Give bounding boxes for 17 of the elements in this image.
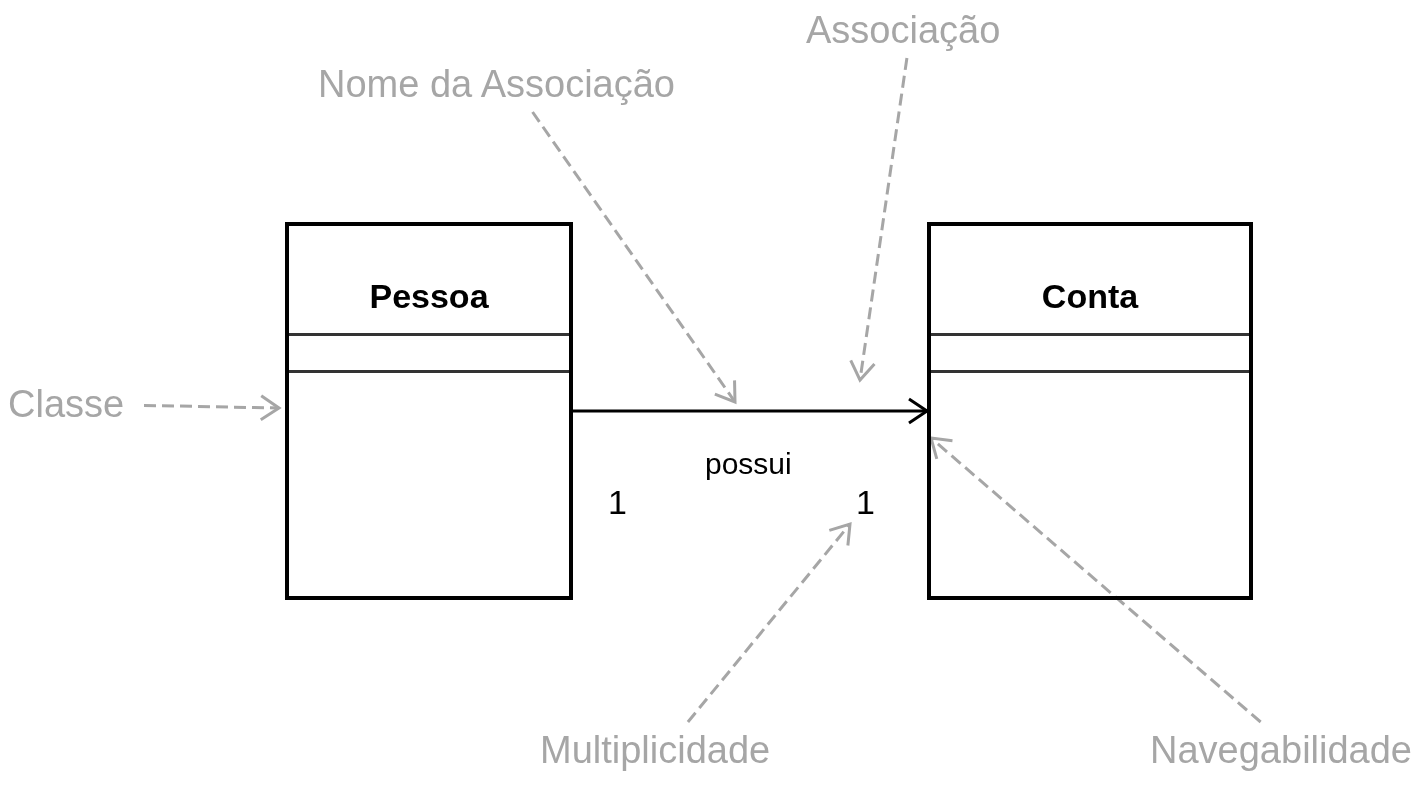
callout-label: Classe — [8, 382, 138, 426]
association-arrow — [573, 397, 929, 425]
multiplicity-label: 1 — [856, 482, 880, 522]
leader-arrow — [531, 111, 737, 404]
class-box — [285, 222, 573, 600]
class-name: Conta — [1040, 276, 1140, 317]
leader-arrow — [686, 522, 852, 723]
leader-arrow — [849, 57, 909, 382]
class-box — [927, 222, 1253, 600]
multiplicity-label: 1 — [608, 482, 632, 522]
callout-label: Associação — [806, 8, 1016, 52]
callout-label: Nome da Associação — [318, 62, 708, 106]
leader-arrow — [929, 436, 1262, 724]
leader-arrow — [143, 394, 281, 422]
callout-label: Multiplicidade — [540, 728, 790, 772]
callout-label: Navegabilidade — [1140, 728, 1412, 772]
class-name: Pessoa — [368, 276, 490, 317]
